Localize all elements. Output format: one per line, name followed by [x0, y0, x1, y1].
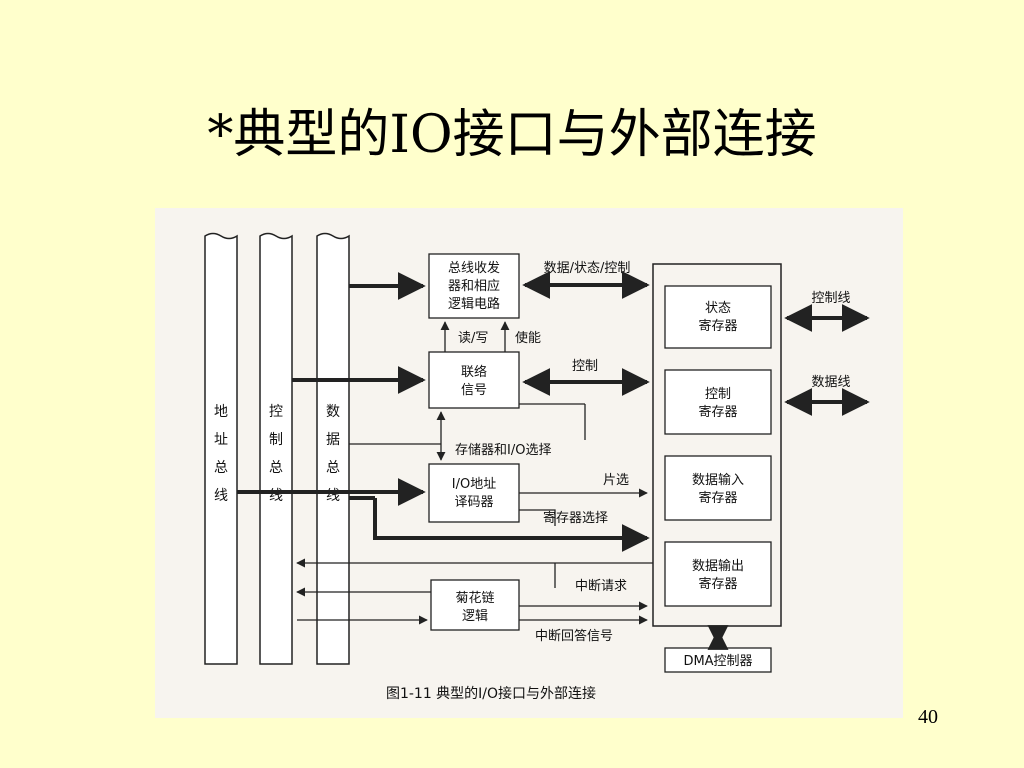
svg-text:信号: 信号: [461, 383, 487, 398]
address-bus: 地 址 总 线: [204, 232, 238, 665]
control-register: 控制 寄存器: [664, 369, 772, 435]
bus-char: 制: [269, 432, 283, 448]
bus-char: 控: [269, 404, 283, 420]
bus-char: 总: [269, 460, 283, 476]
bus-char: 总: [326, 460, 340, 476]
svg-text:数据输入: 数据输入: [692, 472, 744, 488]
svg-text:总线收发: 总线收发: [448, 260, 500, 276]
page-number: 40: [918, 706, 938, 728]
svg-text:I/O地址: I/O地址: [452, 477, 496, 492]
label-data-line: 数据线: [811, 375, 850, 390]
svg-text:DMA控制器: DMA控制器: [683, 654, 752, 669]
daisy-chain-logic-box: 菊花链 逻辑: [430, 579, 520, 631]
label-data-status-control: 数据/状态/控制: [544, 261, 631, 276]
label-control-line: 控制线: [811, 291, 850, 306]
svg-text:寄存器: 寄存器: [698, 490, 737, 506]
label-chip-select: 片选: [603, 473, 629, 488]
bus-char: 线: [214, 488, 228, 504]
label-register-select: 寄存器选择: [543, 510, 608, 526]
control-bus: 控 制 总 线: [259, 232, 293, 665]
label-enable: 使能: [515, 330, 541, 346]
figure-caption: 图1-11 典型的I/O接口与外部连接: [386, 685, 596, 702]
data-output-register: 数据输出 寄存器: [664, 541, 772, 607]
svg-text:译码器: 译码器: [454, 495, 493, 510]
svg-text:寄存器: 寄存器: [698, 404, 737, 420]
svg-text:状态: 状态: [705, 301, 731, 316]
bus-char: 地: [214, 404, 228, 420]
label-control: 控制: [572, 359, 598, 374]
label-read-write: 读/写: [458, 331, 488, 346]
svg-text:寄存器: 寄存器: [698, 576, 737, 592]
svg-text:逻辑: 逻辑: [462, 609, 488, 624]
dma-controller: DMA控制器: [664, 647, 772, 673]
svg-text:器和相应: 器和相应: [448, 278, 500, 294]
data-bus: 数 据 总 线: [316, 232, 350, 665]
svg-text:寄存器: 寄存器: [698, 318, 737, 334]
label-interrupt-ack: 中断回答信号: [535, 628, 613, 644]
bus-char: 总: [214, 460, 228, 476]
svg-text:联络: 联络: [461, 364, 487, 380]
bus-char: 据: [326, 432, 340, 448]
svg-text:控制: 控制: [705, 387, 731, 402]
svg-text:逻辑电路: 逻辑电路: [448, 296, 500, 312]
bus-char: 址: [214, 432, 228, 448]
svg-text:菊花链: 菊花链: [455, 590, 494, 606]
slide-title: *典型的IO接口与外部连接: [207, 105, 817, 165]
label-mem-io-select: 存储器和I/O选择: [455, 443, 551, 458]
register-select-line: [519, 509, 556, 526]
label-interrupt-request: 中断请求: [575, 579, 627, 594]
bus-char: 数: [326, 404, 340, 420]
contact-signal-box: 联络 信号: [428, 351, 520, 409]
status-register: 状态 寄存器: [664, 285, 772, 349]
transceiver-box: 总线收发 器和相应 逻辑电路: [428, 253, 520, 319]
io-address-decoder-box: I/O地址 译码器: [428, 463, 520, 523]
svg-text:数据输出: 数据输出: [692, 558, 744, 574]
io-interface-diagram: 地 址 总 线 控 制 总 线 数 据 总 线 状态 寄存器 控制 寄存器 数据…: [155, 208, 903, 718]
data-input-register: 数据输入 寄存器: [664, 455, 772, 521]
arrow-data-bus-to-registers: [373, 498, 650, 552]
